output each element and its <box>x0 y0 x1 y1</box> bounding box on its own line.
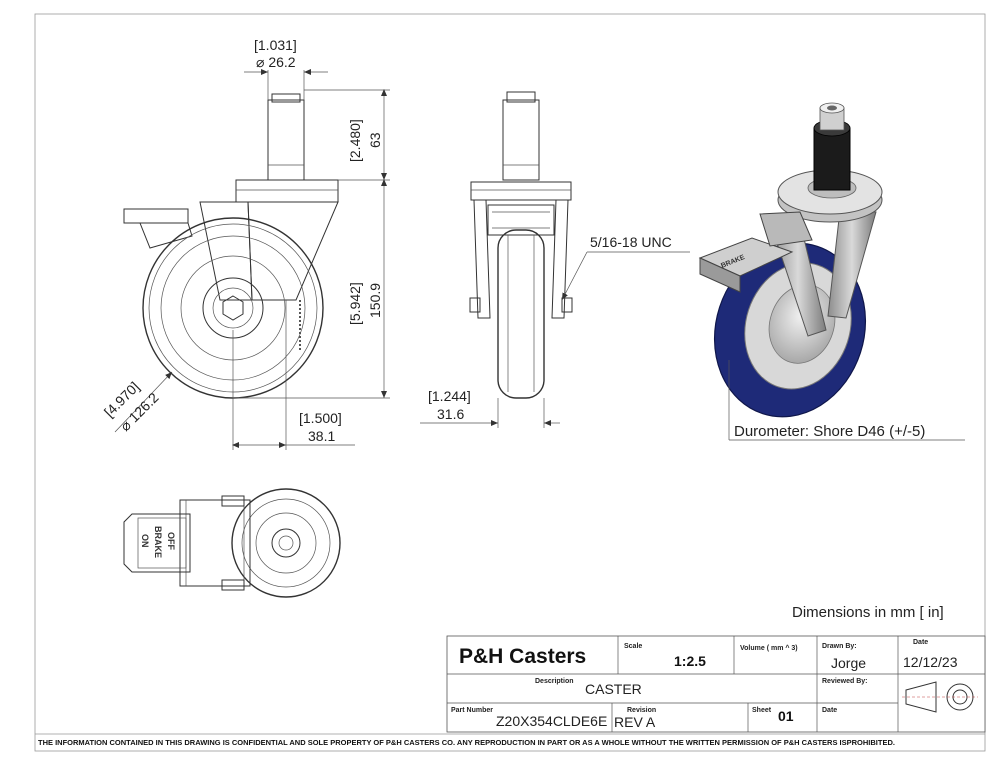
dim-stem-height: [2.480] 63 <box>304 89 390 181</box>
top-view: OFF BRAKE ON <box>123 488 341 598</box>
scale-value: 1:2.5 <box>674 653 706 669</box>
durometer-callout: Durometer: Shore D46 (+/-5) <box>728 360 965 441</box>
reviewed-by-label: Reviewed By: <box>822 678 868 685</box>
top-brake-off: OFF <box>166 532 176 550</box>
overall-height-in: [5.942] <box>347 282 363 325</box>
scale-label: Scale <box>624 643 642 650</box>
date-label: Date <box>913 639 928 646</box>
part-number-label: Part Number <box>451 707 493 714</box>
offset-in: [1.500] <box>299 410 342 426</box>
date-value: 12/12/23 <box>903 654 958 670</box>
thread-callout: 5/16-18 UNC <box>590 234 672 250</box>
top-brake-brake: BRAKE <box>153 526 163 558</box>
part-number-value: Z20X354CLDE6E <box>496 713 607 729</box>
dim-wheel-width: [1.244] 31.6 <box>420 388 560 428</box>
date2-label: Date <box>822 707 837 714</box>
dim-stem-diameter: [1.031] ⌀ 26.2 <box>244 37 328 100</box>
width-in: [1.244] <box>428 388 471 404</box>
isometric-view: BRAKE <box>698 102 883 418</box>
stem-height-mm: 63 <box>367 132 383 148</box>
confidentiality-footer: THE INFORMATION CONTAINED IN THIS DRAWIN… <box>38 738 895 747</box>
dim-overall-height: [5.942] 150.9 <box>233 179 390 399</box>
sheet-label: Sheet <box>752 707 772 714</box>
dim-swivel-offset: [1.500] 38.1 <box>232 300 355 450</box>
sheet-border <box>34 13 986 752</box>
units-note: Dimensions in mm [ in] <box>792 604 944 621</box>
dim-wheel-diameter: [4.970] ⌀ 126.2 <box>101 371 173 434</box>
overall-height-mm: 150.9 <box>367 283 383 318</box>
drawn-by-label: Drawn By: <box>822 643 857 650</box>
stem-height-in: [2.480] <box>347 119 363 162</box>
stem-dia-in: [1.031] <box>254 37 297 53</box>
front-view <box>123 93 339 399</box>
revision-value: REV A <box>614 714 656 730</box>
description-value: CASTER <box>585 681 642 697</box>
title-block: P&H Casters Scale 1:2.5 Volume ( mm ^ 3)… <box>446 635 986 733</box>
durometer-text: Durometer: Shore D46 (+/-5) <box>734 423 925 440</box>
top-brake-on: ON <box>140 534 150 548</box>
width-mm: 31.6 <box>437 406 464 422</box>
company-name: P&H Casters <box>459 645 586 668</box>
revision-label: Revision <box>627 707 656 714</box>
drawn-by-value: Jorge <box>831 655 866 671</box>
volume-label: Volume ( mm ^ 3) <box>740 644 798 652</box>
projection-symbol-icon <box>902 681 978 713</box>
sheet-value: 01 <box>778 708 794 724</box>
offset-mm: 38.1 <box>308 428 335 444</box>
description-label: Description <box>535 678 574 685</box>
dim-thread-callout: 5/16-18 UNC <box>561 234 690 301</box>
side-view <box>469 91 573 399</box>
stem-dia-mm: ⌀ 26.2 <box>256 54 296 70</box>
